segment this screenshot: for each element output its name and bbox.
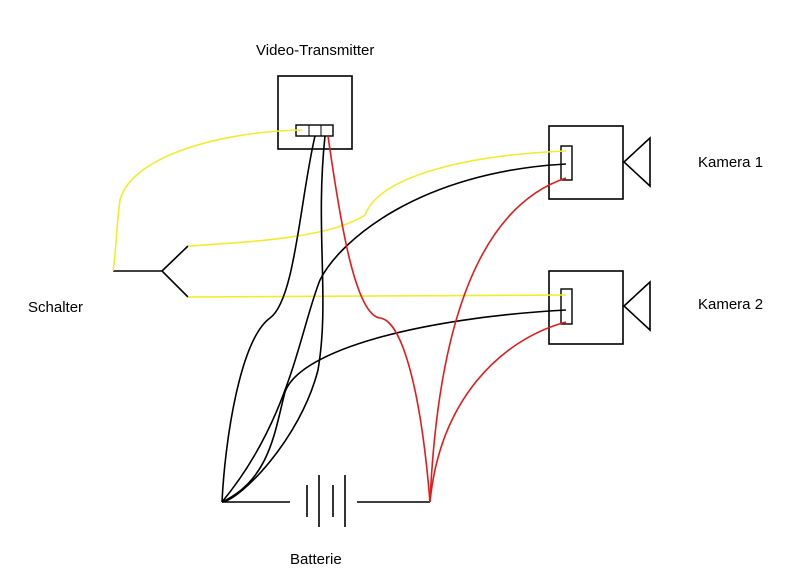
red-wire-camera1: [429, 177, 567, 503]
camera2-label: Kamera 2: [698, 296, 764, 313]
red-wire-camera2: [429, 321, 567, 503]
switch-label: Schalter: [28, 299, 84, 316]
transmitter-label: Video-Transmitter: [256, 42, 375, 59]
transmitter-box: [277, 75, 353, 150]
yellow-wire-switch-camera2: [187, 294, 567, 298]
camera1-body: [548, 125, 624, 200]
video-wires: [112, 129, 567, 298]
black-wire-transmitter-1: [221, 135, 316, 503]
camera2-lens: [622, 280, 651, 332]
camera1-lens: [622, 136, 651, 188]
black-wire-camera2: [221, 309, 567, 503]
camera1-connector: [560, 145, 573, 181]
yellow-wire-switch-camera1: [187, 150, 567, 247]
black-wire-transmitter-2: [221, 135, 326, 503]
power-wires: [327, 135, 567, 503]
camera1-label: Kamera 1: [698, 154, 764, 171]
battery-label: Batterie: [290, 551, 342, 568]
red-wire-transmitter: [327, 135, 431, 503]
camera2-body: [548, 270, 624, 345]
yellow-wire-transmitter-switch: [112, 129, 303, 272]
battery-symbol: [222, 475, 430, 527]
switch-symbol: [113, 245, 189, 298]
camera2-connector: [560, 288, 573, 325]
ground-wires: [221, 135, 567, 503]
black-wire-camera1: [221, 163, 567, 503]
